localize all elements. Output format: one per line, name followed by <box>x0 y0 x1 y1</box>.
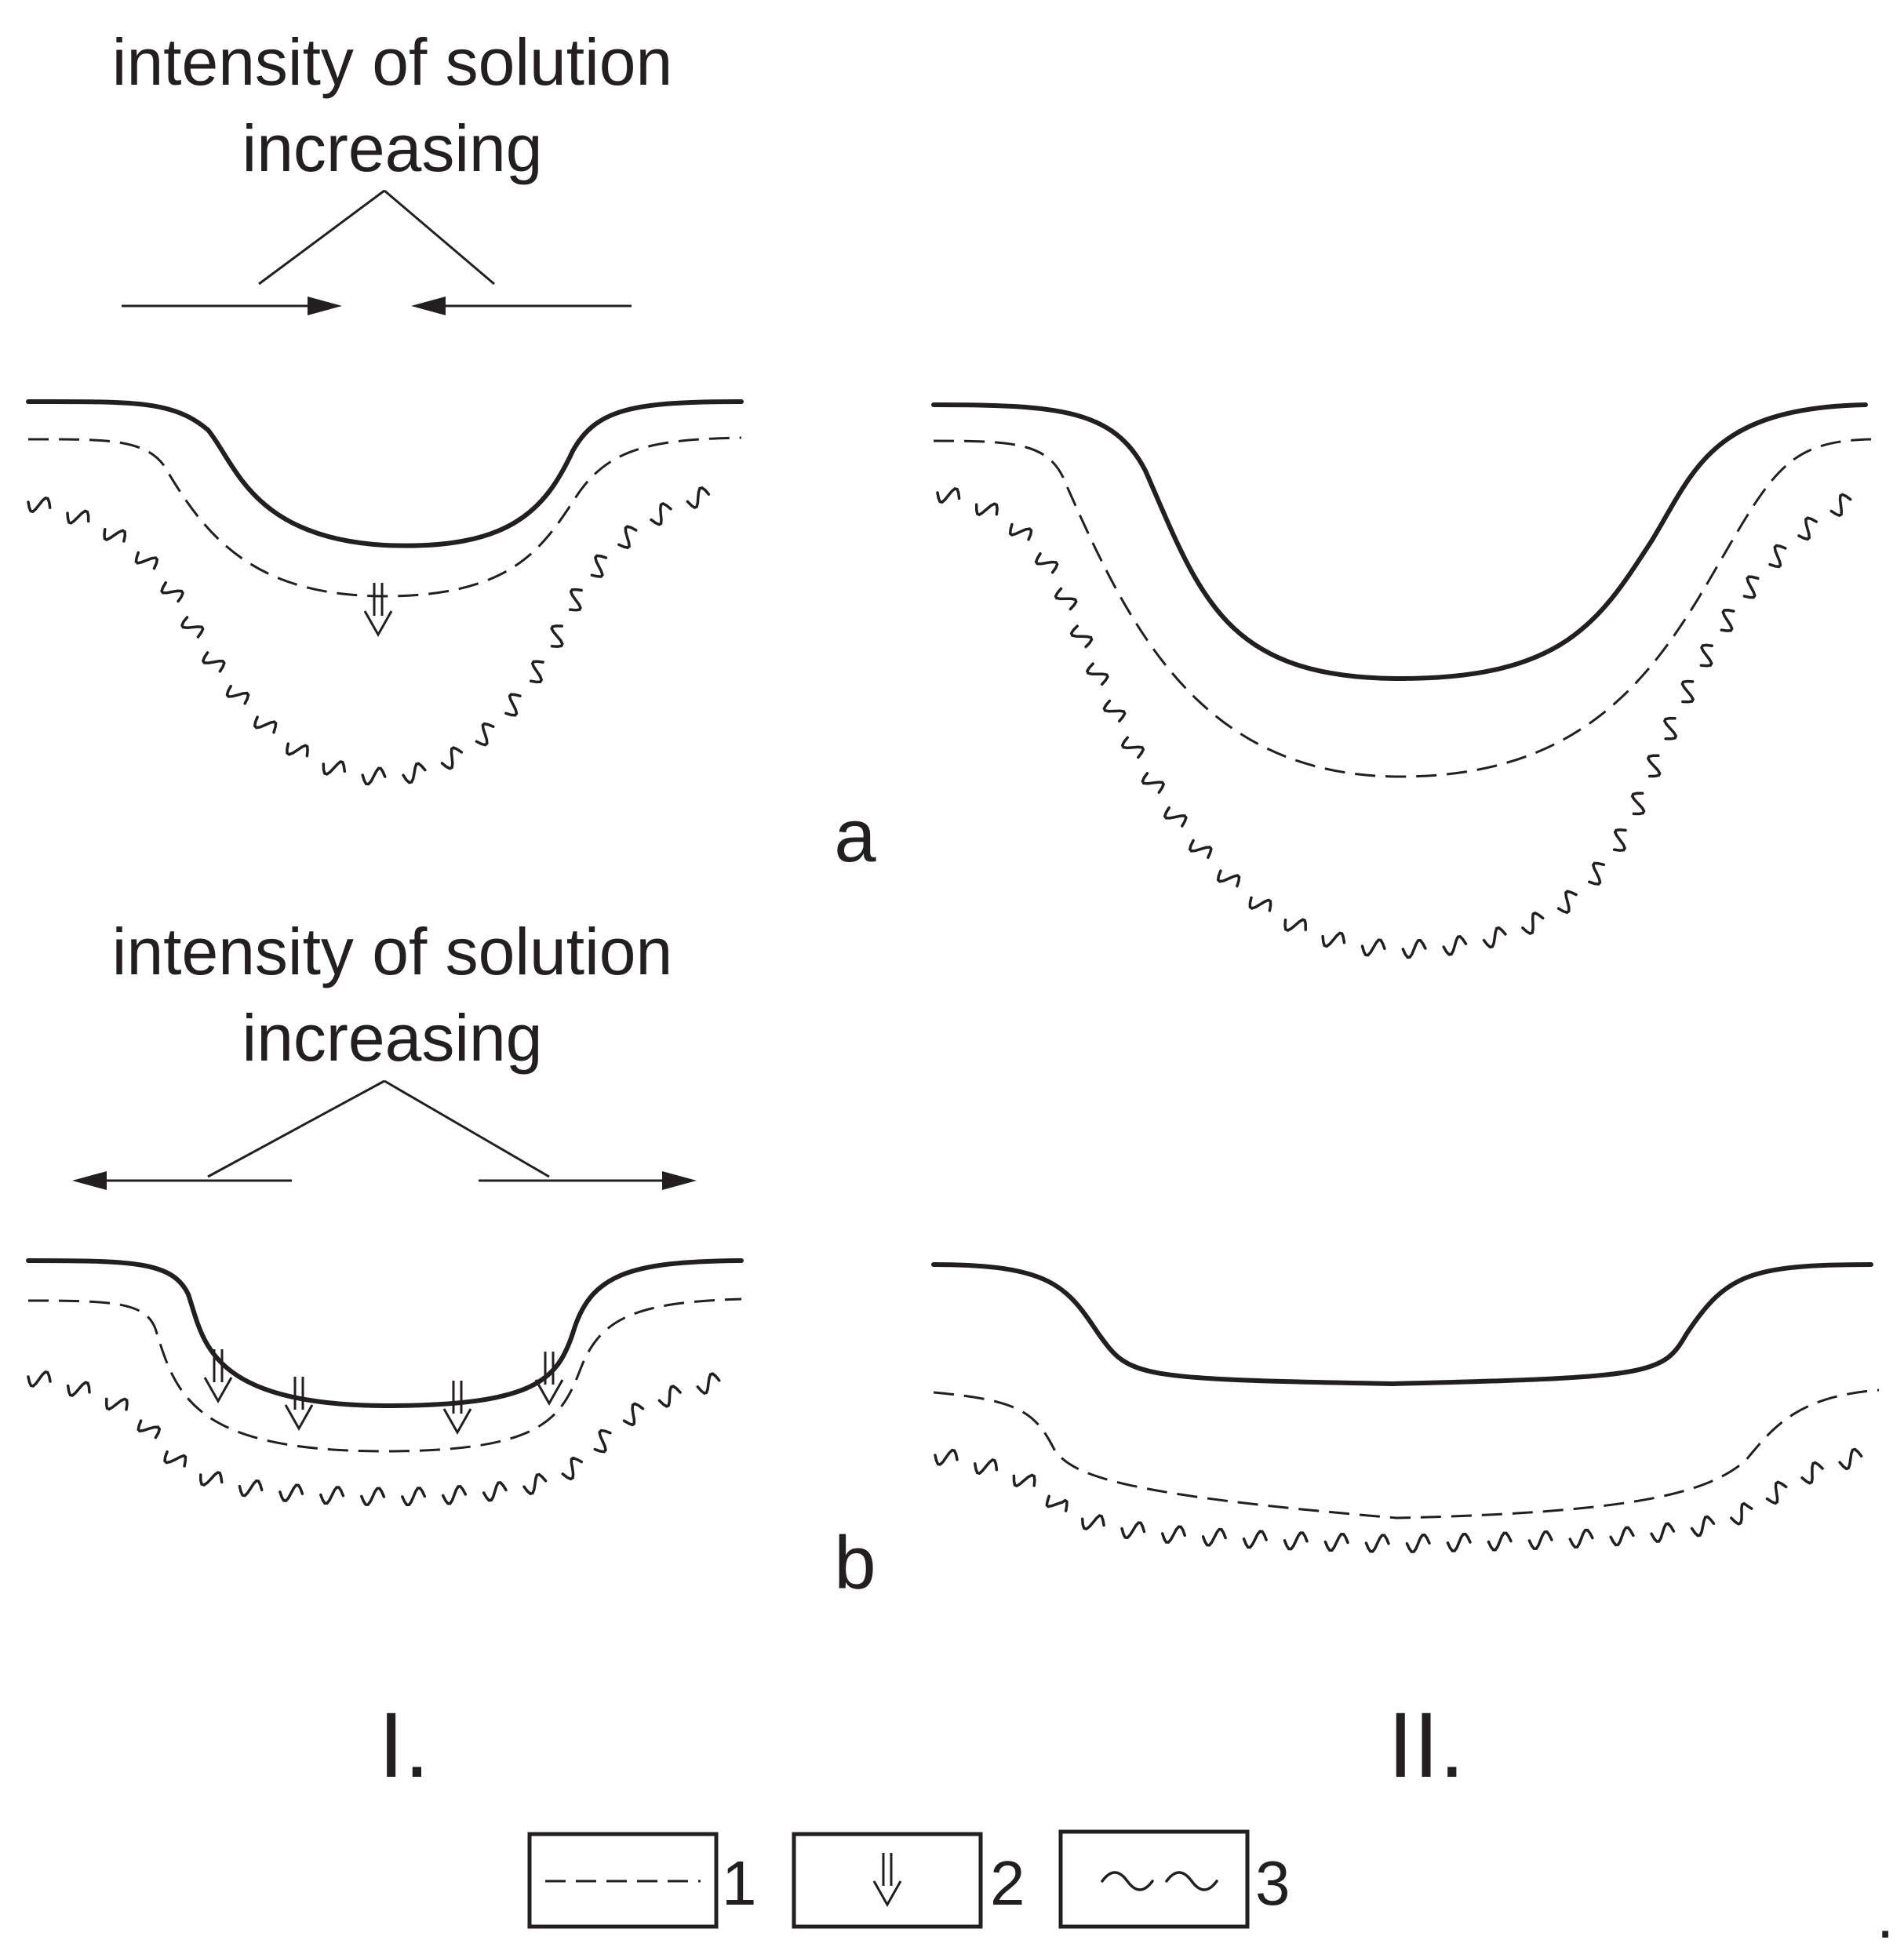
panel-a-I-water-table <box>27 436 742 598</box>
panel-a-I-ground-surface <box>26 399 744 548</box>
column-label-II: II. <box>1388 1694 1465 1797</box>
legend-wavy-line-symbol <box>1101 1871 1218 1891</box>
panel-a-I-weathering-front <box>27 486 711 786</box>
legend-box-1 <box>527 1832 719 1929</box>
panel-b-arrowhead-left <box>72 1171 107 1190</box>
panel-a-II-ground-surface <box>931 402 1868 681</box>
panel-a-II-water-table <box>933 438 1872 778</box>
legend-item-3: 3 <box>1058 1829 1291 1929</box>
panel-a-heading-line1: intensity of solution <box>112 25 672 99</box>
panel-a-heading-line2: increasing <box>242 111 543 185</box>
panel-b-label: b <box>834 1521 876 1605</box>
panel-a-I-solution-arrow <box>363 581 393 636</box>
panel-a-profile-I <box>26 399 744 786</box>
panel-a-arrowhead-left <box>411 297 446 315</box>
trailing-period: . <box>1877 1881 1894 1951</box>
legend-number-3: 3 <box>1255 1848 1291 1918</box>
panel-b-diverging-arrows <box>72 1079 697 1190</box>
panel-a-pointer-left <box>258 189 385 286</box>
panel-b-I-ground-surface <box>26 1258 744 1408</box>
panel-b-profile-I <box>26 1258 744 1507</box>
panel-b-pointer-right <box>384 1079 550 1178</box>
panel-b-pointer-left <box>207 1079 385 1178</box>
legend-number-1: 1 <box>722 1848 757 1918</box>
panel-b-I-weathering-front <box>27 1370 721 1507</box>
panel-a-label: a <box>834 794 876 878</box>
panel-b-heading-line1: intensity of solution <box>112 915 672 988</box>
panel-a-II-weathering-front <box>936 486 1852 959</box>
panel-b-I-solution-arrow-2 <box>284 1375 314 1430</box>
panel-b-I-water-table <box>27 1297 742 1453</box>
legend-item-2: 2 <box>792 1832 1025 1929</box>
legend-double-arrow-icon <box>872 1851 902 1906</box>
legend-number-2: 2 <box>990 1848 1025 1918</box>
panel-a-pointer-right <box>384 189 495 286</box>
panel-a-arrowhead-right <box>308 297 342 315</box>
panel-b-arrowhead-right <box>662 1171 697 1190</box>
legend-item-1: 1 <box>527 1832 757 1929</box>
panel-b-profile-II <box>931 1262 1880 1553</box>
panel-b-I-solution-arrow-3 <box>442 1379 472 1434</box>
panel-b-heading-line2: increasing <box>242 1001 543 1075</box>
panel-a-converging-arrows <box>122 189 632 315</box>
legend: 1 2 3 <box>527 1829 1291 1929</box>
panel-b-II-ground-surface <box>931 1262 1873 1386</box>
column-label-I: I. <box>378 1694 430 1797</box>
legend-box-2 <box>792 1832 983 1929</box>
panel-b-II-water-table <box>933 1388 1880 1519</box>
panel-b-II-weathering-front <box>934 1447 1863 1553</box>
panel-a-profile-II <box>931 402 1872 959</box>
legend-box-3 <box>1058 1829 1250 1929</box>
